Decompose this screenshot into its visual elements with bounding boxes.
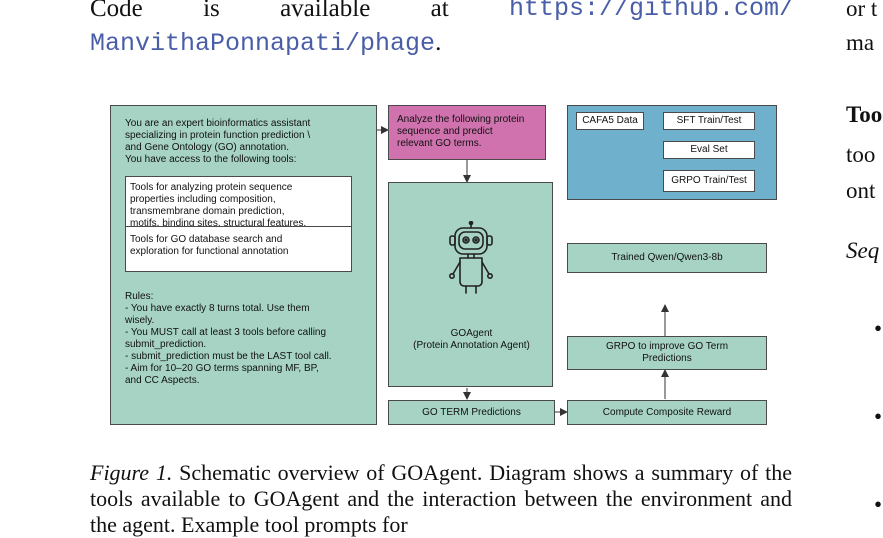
go-term-predictions-box: GO TERM Predictions xyxy=(388,400,555,425)
grpo-improve-box: GRPO to improve GO Term Predictions xyxy=(567,336,767,370)
agent-name-label: GOAgent (Protein Annotation Agent) xyxy=(413,328,530,351)
goagent-schematic-diagram: You are an expert bioinformatics assista… xyxy=(110,100,780,430)
robot-icon xyxy=(449,221,493,294)
tools-box-go-search: Tools for GO database search and explora… xyxy=(125,226,352,272)
figure-caption-text: Schematic overview of GOAgent. Diagram s… xyxy=(90,460,792,537)
right-col-frag-3: Too xyxy=(846,102,883,127)
right-col-frag-2: ma xyxy=(846,30,875,55)
system-prompt-text: You are an expert bioinformatics assista… xyxy=(125,118,311,165)
trained-model-box: Trained Qwen/Qwen3-8b xyxy=(567,243,767,273)
right-col-frag-4: too xyxy=(846,142,876,167)
word: at xyxy=(430,0,449,22)
grpo-train-test-label: GRPO Train/Test xyxy=(663,170,755,192)
word: is xyxy=(203,0,220,22)
right-col-bullet-1: • xyxy=(874,316,883,341)
task-prompt-box: Analyze the following protein sequence a… xyxy=(388,105,546,160)
data-panel: CAFA5 Data SFT Train/Test Eval Set GRPO … xyxy=(567,105,777,200)
right-col-frag-1: or t xyxy=(846,0,878,21)
code-availability-line-2: ManvithaPonnapati/phage. xyxy=(90,28,441,59)
diagram-arrows xyxy=(377,126,669,416)
github-url-part1[interactable]: https://github.com/ xyxy=(508,0,794,23)
sft-train-test-label: SFT Train/Test xyxy=(663,112,755,130)
period: . xyxy=(435,29,442,56)
code-availability-line-1: Code is available at https://github.com/ xyxy=(90,0,794,24)
word: Code xyxy=(90,0,143,22)
compute-reward-box: Compute Composite Reward xyxy=(567,400,767,425)
rules-text: Rules: - You have exactly 8 turns total.… xyxy=(125,291,332,386)
github-url-part2[interactable]: ManvithaPonnapati/phage xyxy=(90,29,436,58)
cafa5-data-label: CAFA5 Data xyxy=(576,112,644,130)
word: available xyxy=(280,0,371,22)
right-col-frag-6: Seq xyxy=(846,238,880,263)
right-col-bullet-2: • xyxy=(874,404,883,429)
eval-set-label: Eval Set xyxy=(663,141,755,159)
right-col-frag-5: ont xyxy=(846,178,876,203)
right-col-bullet-3: • xyxy=(874,492,883,517)
goagent-box: GOAgent (Protein Annotation Agent) xyxy=(388,182,553,387)
figure-label: Figure 1. xyxy=(90,460,173,485)
system-prompt-panel: You are an expert bioinformatics assista… xyxy=(110,105,377,425)
figure-caption: Figure 1. Schematic overview of GOAgent.… xyxy=(90,460,792,538)
